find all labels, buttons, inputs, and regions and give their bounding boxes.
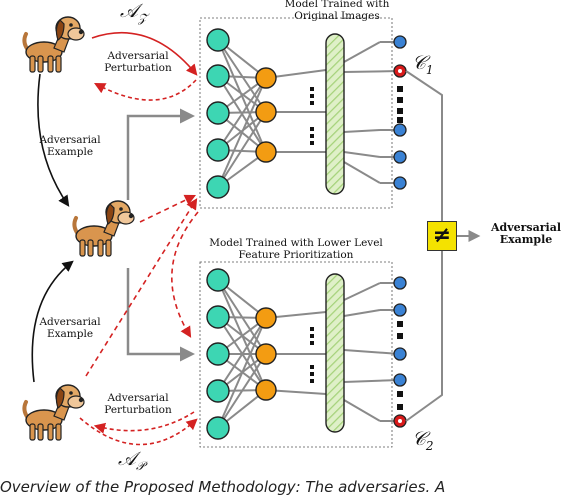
top-feature-layer bbox=[325, 33, 345, 195]
math-az: 𝒜𝒵 bbox=[120, 0, 148, 25]
dog-icon bbox=[22, 383, 86, 442]
bottom-hidden-layer bbox=[255, 307, 277, 401]
adv-perturbation-bottom-label: Adversarial Perturbation bbox=[104, 392, 172, 416]
adv-example-arrow-bottom bbox=[31, 260, 74, 383]
ellipsis-dots-top bbox=[310, 87, 314, 145]
top-network-connections bbox=[217, 39, 401, 188]
red-dashed-arrow-mid bbox=[171, 211, 199, 338]
bottom-feature-layer bbox=[325, 273, 345, 433]
feed-arrow-top bbox=[126, 108, 195, 200]
adv-perturbation-top-label: Adversarial Perturbation bbox=[104, 50, 172, 74]
math-c1: 𝒞1 bbox=[412, 52, 434, 77]
network-box-bottom bbox=[199, 261, 393, 448]
bottom-input-layer bbox=[206, 268, 230, 440]
adv-example-right-label: Adversarial Example bbox=[490, 221, 561, 246]
perturbation-loop-bottom-return bbox=[93, 411, 195, 434]
figure-caption: Overview of the Proposed Methodology: Th… bbox=[0, 478, 446, 496]
math-ap: 𝒜𝒫 bbox=[118, 448, 145, 473]
top-output-dots bbox=[397, 86, 403, 123]
ellipsis-dots-bottom bbox=[310, 327, 314, 383]
red-dashed-arrow-diag bbox=[85, 198, 198, 377]
adv-example-left-top-label: Adversarial Example bbox=[39, 134, 101, 158]
red-dashed-arrow-mid-2 bbox=[139, 194, 197, 223]
math-c2: 𝒞2 bbox=[412, 428, 434, 453]
network-box-top bbox=[199, 17, 393, 209]
perturbation-loop-top bbox=[91, 31, 198, 76]
model-top-label: Model Trained with Original Images bbox=[284, 0, 390, 22]
adv-example-arrow-top bbox=[37, 73, 70, 207]
bottom-network-connections bbox=[217, 279, 401, 429]
bottom-output-dots bbox=[397, 321, 403, 410]
not-equal-box: ≠ bbox=[427, 221, 457, 251]
compare-line-bottom bbox=[405, 251, 443, 422]
perturbation-loop-top-return bbox=[94, 79, 197, 101]
top-input-layer bbox=[206, 28, 230, 199]
compare-line-top bbox=[405, 70, 443, 221]
top-hidden-layer bbox=[255, 67, 277, 163]
perturbation-loop-bottom bbox=[79, 417, 198, 446]
feed-arrow-bottom bbox=[126, 268, 195, 362]
dog-icon bbox=[22, 15, 86, 74]
model-bottom-label: Model Trained with Lower Level Feature P… bbox=[209, 237, 383, 261]
bottom-output-layer bbox=[393, 276, 407, 428]
dog-icon bbox=[72, 199, 136, 258]
top-output-layer bbox=[393, 35, 407, 190]
adv-example-left-bottom-label: Adversarial Example bbox=[39, 316, 101, 340]
